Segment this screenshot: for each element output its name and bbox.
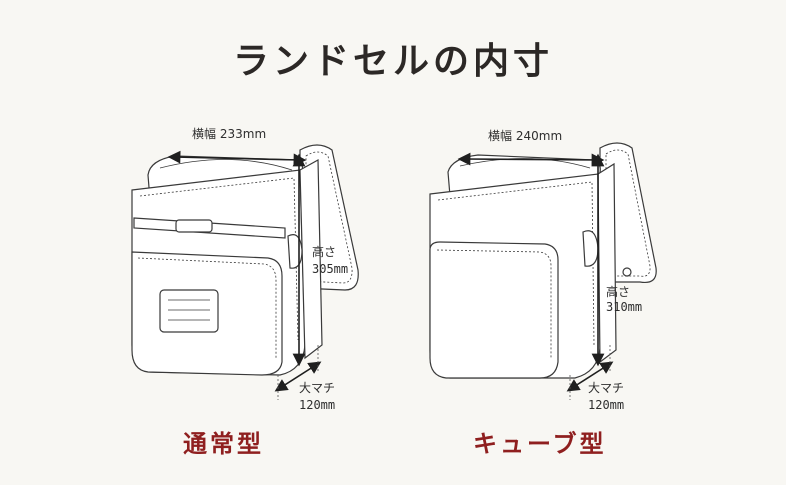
cube-depth-value: 120mm — [588, 398, 625, 412]
regular-depth-value: 120mm — [299, 398, 336, 412]
regular-width-name: 横幅 — [192, 127, 217, 141]
regular-width-label: 横幅 233mm — [192, 127, 266, 141]
cube-height-value: 310mm — [606, 300, 643, 314]
cube-depth-arrow — [566, 361, 614, 392]
regular-height-name: 高さ — [312, 245, 337, 259]
cube-width-label: 横幅 240mm — [488, 129, 562, 143]
regular-depth-name: 大マチ — [299, 381, 336, 395]
cube-depth-name: 大マチ — [588, 381, 625, 395]
cube-type-caption: キューブ型 — [473, 430, 607, 458]
regular-bag-outline — [131, 144, 359, 376]
cube-width-name: 横幅 — [488, 129, 513, 143]
cube-width-arrow — [457, 152, 605, 167]
regular-width-value: 233mm — [219, 127, 267, 141]
regular-width-arrow — [167, 150, 307, 167]
regular-height-value: 305mm — [312, 262, 349, 276]
page-title: ランドセルの内寸 — [232, 41, 553, 82]
cube-height-name: 高さ — [606, 285, 631, 299]
cube-width-value: 240mm — [515, 129, 563, 143]
cube-bag-outline — [429, 142, 657, 379]
regular-depth-arrow — [274, 361, 322, 392]
regular-type-caption: 通常型 — [183, 430, 264, 458]
